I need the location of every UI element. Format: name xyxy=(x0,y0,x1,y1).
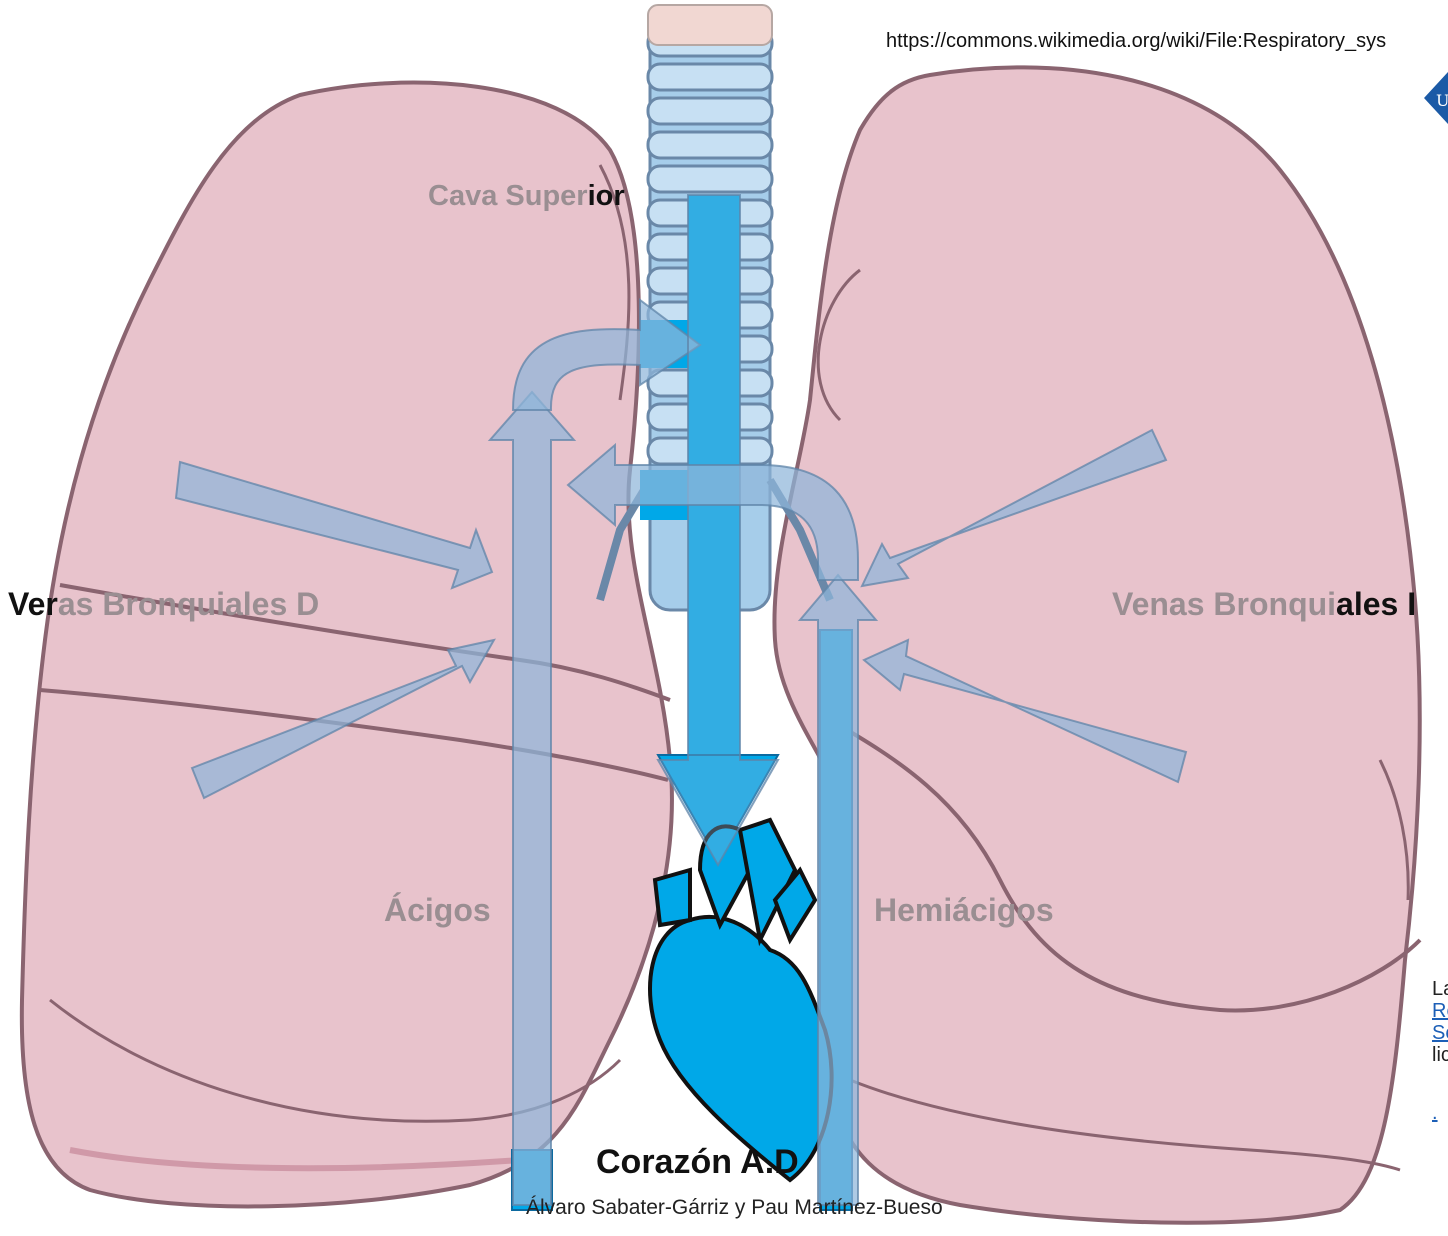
side-link-2[interactable]: Se xyxy=(1432,1022,1448,1044)
label-venas-d-part2: as Bronquiales D xyxy=(58,586,319,622)
side-text-line2: lic xyxy=(1432,1044,1448,1066)
side-link-3[interactable]: . xyxy=(1432,1102,1448,1124)
right-lung xyxy=(22,83,672,1207)
label-cava-superior-part1: Cava Super xyxy=(428,180,588,212)
university-logo-icon: U xyxy=(1424,72,1448,124)
heart-icon xyxy=(650,820,832,1180)
label-acigos: Ácigos xyxy=(384,892,491,929)
side-link-1[interactable]: Re xyxy=(1432,1000,1448,1022)
label-venas-bronquiales-d: Veras Bronquiales D xyxy=(8,586,319,623)
label-cava-superior: Cava Superior xyxy=(428,180,625,213)
label-hemiacigos: Hemiácigos xyxy=(874,892,1054,929)
label-cava-superior-part2: ior xyxy=(588,180,625,212)
side-text-line1: La xyxy=(1432,978,1448,1000)
label-venas-i-part2: ales I xyxy=(1336,586,1416,622)
label-venas-d-part1: Ver xyxy=(8,586,58,622)
side-text: La Re Se lic . xyxy=(1432,978,1448,1124)
credits: Álvaro Sabater-Gárriz y Pau Martínez-Bue… xyxy=(526,1196,943,1220)
source-url[interactable]: https://commons.wikimedia.org/wiki/File:… xyxy=(886,30,1386,53)
label-corazon: Corazón A.D xyxy=(596,1143,799,1182)
left-lung xyxy=(774,67,1420,1222)
svg-text:U: U xyxy=(1436,91,1448,110)
label-venas-i-part1: Venas Bronqui xyxy=(1112,586,1336,622)
label-venas-bronquiales-i: Venas Bronquiales I xyxy=(1112,586,1416,623)
